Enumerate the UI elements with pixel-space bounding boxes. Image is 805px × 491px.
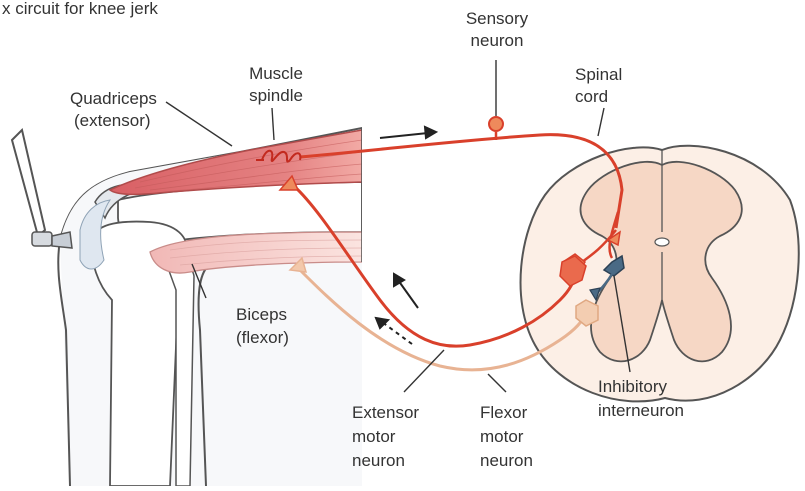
central-canal: [655, 238, 669, 246]
sensory-neuron-label-line1: Sensory: [466, 9, 529, 28]
diagram-title: x circuit for knee jerk: [2, 0, 158, 18]
muscle-spindle-label-line1: Muscle: [249, 64, 303, 83]
extensor-motor-label-line2: motor: [352, 427, 396, 446]
flexor-motor-label-line3: neuron: [480, 451, 533, 470]
flexor-motor-label-line2: motor: [480, 427, 524, 446]
extensor-arrow-icon: [394, 274, 404, 286]
flexor-motor-label-line1: Flexor: [480, 403, 528, 422]
quadriceps-label-line2: (extensor): [74, 111, 151, 130]
extensor-motor-label-line3: neuron: [352, 451, 405, 470]
direction-arrows: [376, 127, 436, 344]
muscle-spindle-label-line2: spindle: [249, 86, 303, 105]
sensory-arrow-icon: [425, 127, 436, 138]
inhibitory-interneuron-label-line2: interneuron: [598, 401, 684, 420]
sensory-cell-body: [489, 117, 503, 131]
spinal-cord-label-line2: cord: [575, 87, 608, 106]
biceps-label-line2: (flexor): [236, 328, 289, 347]
sensory-neuron-label-line2: neuron: [471, 31, 524, 50]
biceps-label-line1: Biceps: [236, 305, 287, 324]
flexor-arrow-icon: [376, 318, 388, 328]
leg-illustration: [58, 128, 362, 486]
spinal-cord-label-line1: Spinal: [575, 65, 622, 84]
inhibitory-interneuron-label-line1: Inhibitory: [598, 377, 667, 396]
extensor-motor-label-line1: Extensor: [352, 403, 419, 422]
quadriceps-label-line1: Quadriceps: [70, 89, 157, 108]
